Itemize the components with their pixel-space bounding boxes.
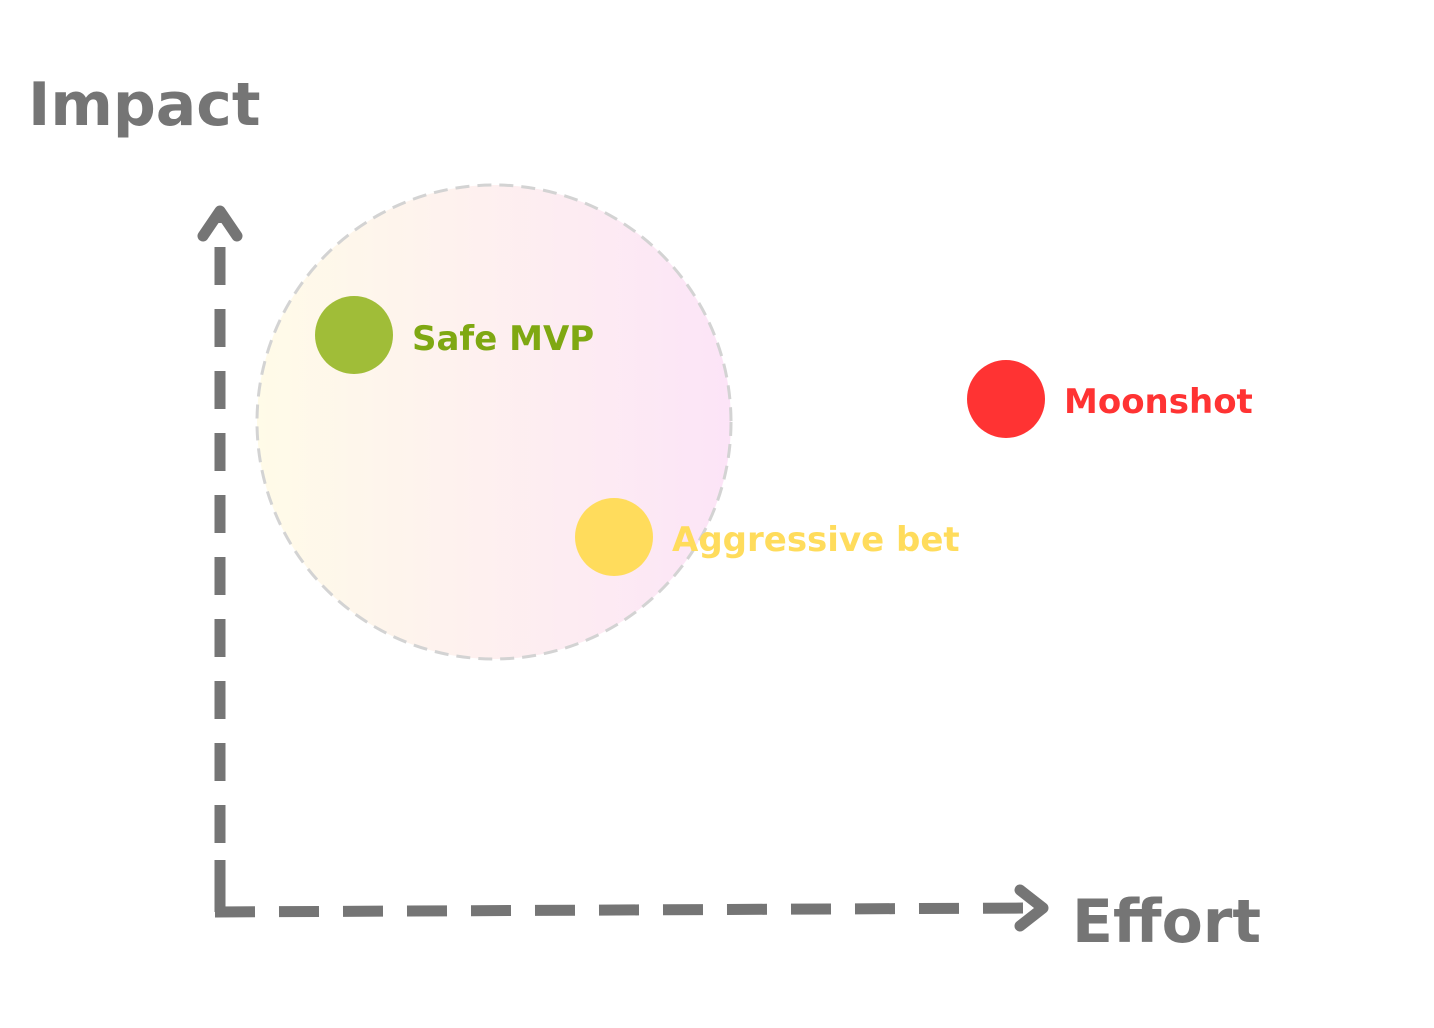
aggressive-bet-label: Aggressive bet: [672, 520, 960, 560]
y-axis-title: Impact: [28, 70, 261, 140]
moonshot-label: Moonshot: [1064, 382, 1253, 422]
safe-mvp-label: Safe MVP: [412, 319, 594, 359]
moonshot-point: [967, 360, 1045, 438]
x-axis-line: [214, 902, 1031, 918]
safe-mvp-point: [315, 296, 393, 374]
highlight-zone: [255, 183, 733, 661]
x-axis-title: Effort: [1072, 887, 1261, 957]
y-axis-arrowhead: [197, 205, 243, 242]
x-axis-arrowhead: [1014, 884, 1049, 932]
aggressive-bet-point: [575, 498, 653, 576]
